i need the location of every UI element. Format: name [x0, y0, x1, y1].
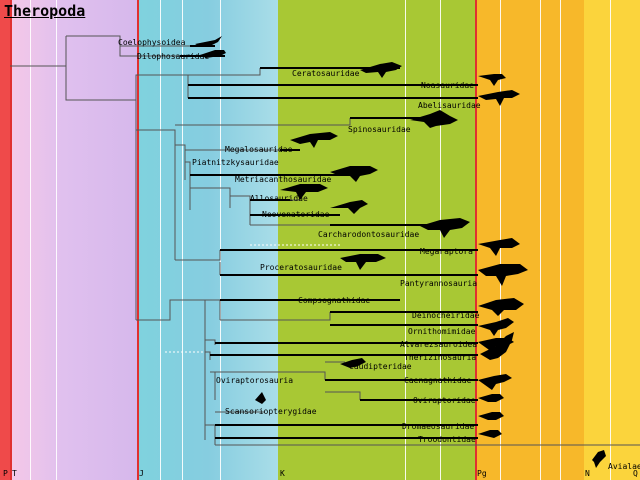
period-label-t: T [12, 469, 17, 478]
period-label-k: K [280, 469, 285, 478]
label-oviraptoridae: Oviraptoridae [413, 396, 476, 405]
label-pantyrannosauria: Pantyrannosauria [400, 279, 478, 288]
label-megalosauridae: Megalosauridae [225, 145, 293, 154]
period-label-p: P [3, 469, 8, 478]
label-caudipteridae: Caudipteridae [349, 362, 412, 371]
jurassic-band [138, 0, 278, 480]
period-label-pg: Pg [477, 469, 487, 478]
label-scansoriopterygidae: Scansoriopterygidae [225, 407, 317, 416]
label-therizinosauria: Therizinosauria [404, 353, 477, 362]
label-deinocheiridae: Deinocheiridae [412, 311, 480, 320]
label-abelisauridae: Abelisauridae [418, 101, 481, 110]
label-neovenatoridae: Neovenatoridae [262, 210, 330, 219]
period-label-q: Q [633, 469, 638, 478]
label-oviraptorosauria: Oviraptorosauria [216, 376, 294, 385]
label-compsognathidae: Compsognathidae [298, 296, 371, 305]
label-caenagnathidae: Caenagnathidae [404, 376, 472, 385]
boundary-line [137, 0, 139, 480]
boundary-line [475, 0, 477, 480]
label-dromaeosauridae: Dromaeosauridae [402, 422, 475, 431]
neogene-band [584, 0, 640, 480]
label-dilophosauridae: Dilophosauridae [137, 52, 210, 61]
label-coelophysoidea: Coelophysoidea [118, 38, 186, 47]
label-spinosauridae: Spinosauridae [348, 125, 411, 134]
label-metriacanthosauridae: Metriacanthosauridae [235, 175, 332, 184]
label-alvarezsauroidea: Alvarezsauroidea [400, 340, 478, 349]
label-noasauridae: Noasauridae [421, 81, 474, 90]
period-label-j: J [139, 469, 144, 478]
label-allosauridae: Allosauridae [250, 194, 308, 203]
triassic-band [12, 0, 138, 480]
label-avialae: Avialae [608, 462, 640, 471]
boundary-line [10, 0, 12, 480]
label-megaraptora: Megaraptora [420, 247, 473, 256]
label-ceratosauridae: Ceratosauridae [292, 69, 360, 78]
label-ornithomimidae: Ornithomimidae [408, 327, 476, 336]
page-title: Theropoda [4, 2, 86, 20]
dinosaur-silhouettes [195, 36, 606, 468]
label-proceratosauridae: Proceratosauridae [260, 263, 342, 272]
period-label-n: N [585, 469, 590, 478]
label-carcharodontosauridae: Carcharodontosauridae [318, 230, 420, 239]
permian-band [0, 0, 12, 480]
label-piatnitzkysauridae: Piatnitzkysauridae [192, 158, 279, 167]
label-troodontidae: Troodontidae [418, 435, 476, 444]
